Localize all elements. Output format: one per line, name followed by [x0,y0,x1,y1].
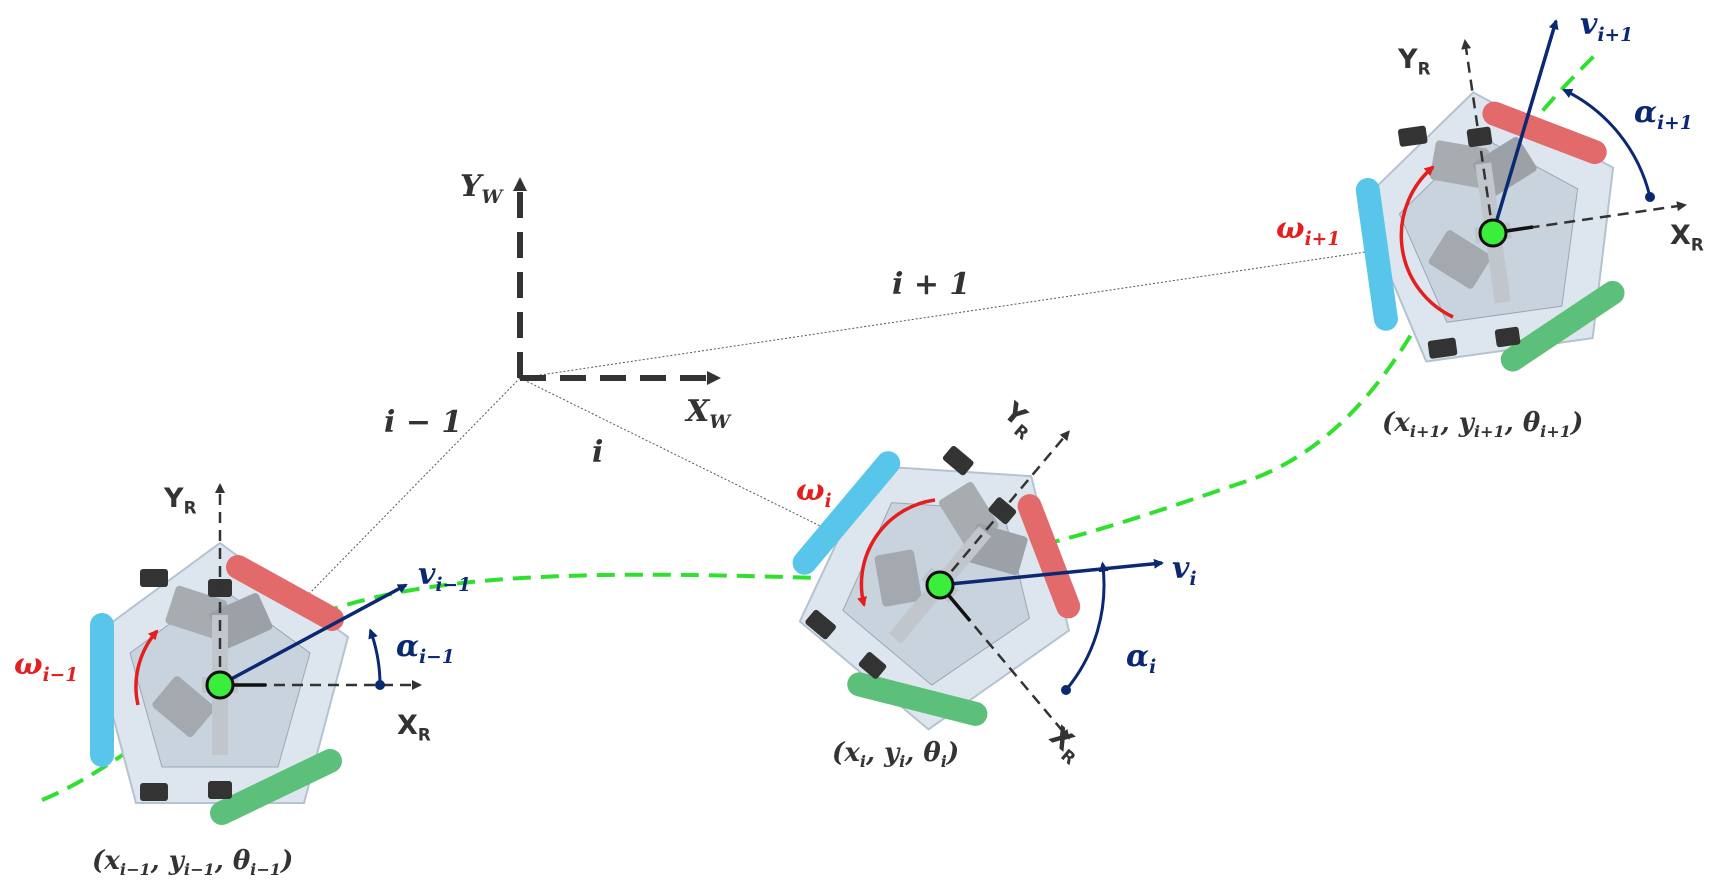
velocity-arrow [219,583,408,687]
center-marker [1478,218,1508,248]
world-y-label: YW [460,169,503,209]
robot-prev-pose-label: (xi−1, yi−1, θi−1) [92,846,294,880]
robot-curr-velocity-label: vi [1172,551,1197,591]
index-label-next: i + 1 [892,267,971,302]
robot-prev-alpha-label: αi−1 [396,629,455,669]
robot-next [1355,19,1687,372]
alpha-arc [1064,561,1109,691]
index-label-curr: i [592,435,604,470]
robot-curr-pose-label: (xi, yi, θi) [832,738,960,772]
wheel-red [1017,494,1081,619]
robot-next-omega-label: ωi+1 [1276,211,1341,251]
robot-prev-y-axis-label: YR [164,483,197,518]
omega-arc [1399,165,1454,319]
index-label-prev: i − 1 [384,405,463,440]
alpha-arc [1562,88,1652,198]
robot-prev-omega-label: ωi−1 [14,647,79,687]
robot-x-axis [1492,201,1687,235]
wheel-green [210,749,342,825]
robot-next-x-axis-label: XR [1670,220,1704,255]
velocity-arrow [939,558,1164,587]
center-marker [205,670,235,700]
robot-y-axis [1461,39,1495,234]
wheel-blue [1355,178,1398,331]
alpha-arc [368,628,382,686]
robot-curr [792,430,1164,740]
robot-prev [90,483,422,825]
omega-arc [857,498,936,607]
world-frame [513,177,721,385]
robot-next-velocity-label: vi+1 [1580,7,1634,47]
world-x-label: XW [686,394,731,434]
robot-prev-x-axis-label: XR [397,710,431,745]
index-line-next [519,232,1494,379]
robot-x-axis [939,584,1070,740]
velocity-arrow [1491,19,1559,234]
robot-y-axis [939,430,1070,586]
center-marker [925,570,955,600]
robot-next-alpha-label: αi+1 [1634,95,1693,135]
wheel-red [226,555,344,631]
robot-next-y-axis-label: YR [1398,44,1431,79]
wheel-green [1500,280,1625,372]
wheel-green [847,672,988,726]
wheel-blue [792,451,901,575]
robot-curr-alpha-label: αi [1126,639,1157,679]
omega-arc [134,629,159,706]
robot-prev-velocity-label: vi−1 [418,557,472,597]
robot-next-pose-label: (xi+1, yi+1, θi+1) [1382,408,1584,442]
wheel-red [1482,101,1607,165]
robot-curr-omega-label: ωi [796,473,832,513]
